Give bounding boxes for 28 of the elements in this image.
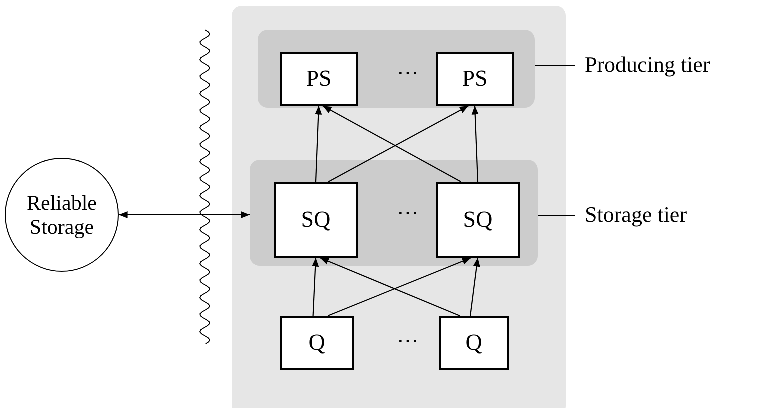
node-label: Reliable Storage xyxy=(26,190,98,240)
process-box xyxy=(274,182,358,258)
arrow xyxy=(470,258,480,316)
ellipsis: ⋯ xyxy=(397,330,419,352)
tier-label: Producing tier xyxy=(585,52,710,78)
ellipsis: ⋯ xyxy=(397,62,419,84)
node-label: PS xyxy=(462,66,488,92)
leader-line xyxy=(538,215,575,217)
process-box xyxy=(436,182,520,258)
tier-band xyxy=(250,160,538,266)
process-box xyxy=(280,52,358,106)
node-label: SQ xyxy=(301,206,331,234)
panel-background xyxy=(232,6,566,408)
tier-label: Storage tier xyxy=(585,202,688,228)
process-box xyxy=(280,316,354,370)
arrow xyxy=(315,106,322,182)
node-label: PS xyxy=(306,66,332,92)
ellipsis: ⋯ xyxy=(397,202,419,224)
node-label: Q xyxy=(308,330,326,356)
node-label: SQ xyxy=(463,206,493,234)
arrow xyxy=(119,211,250,219)
tier-band xyxy=(258,30,535,108)
leader-line xyxy=(535,65,575,67)
arrow xyxy=(312,258,320,316)
node-label: Q xyxy=(466,330,482,356)
process-box xyxy=(436,52,514,106)
process-box xyxy=(439,316,509,370)
arrow xyxy=(472,106,479,182)
